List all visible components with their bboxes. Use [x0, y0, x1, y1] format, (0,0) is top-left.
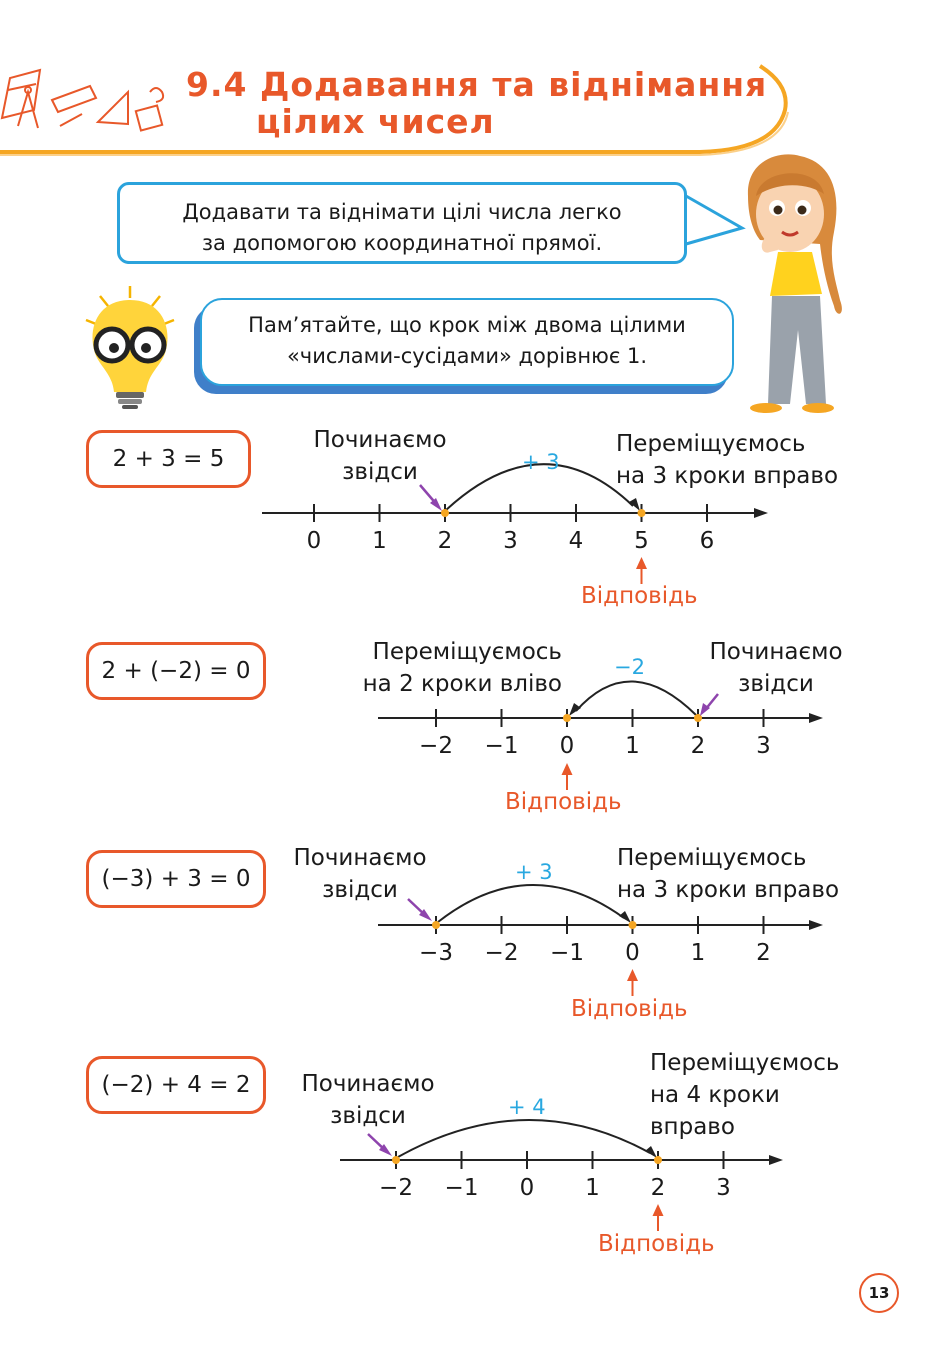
tip-line-1: Пам’ятайте, що крок між двома цілими: [248, 313, 686, 337]
move-label-4-line-3: вправо: [650, 1114, 735, 1140]
tick-label: 3: [756, 733, 771, 759]
move-label-4-line-2: на 4 кроки: [650, 1082, 780, 1108]
tick-label: 1: [372, 528, 387, 554]
tick-label: 2: [690, 733, 706, 759]
start-label-1: Починаємо звідси: [300, 424, 460, 488]
move-label-4: Переміщуємось на 4 кроки вправо: [650, 1047, 839, 1143]
tick-label: 1: [625, 733, 640, 759]
step-label-2: −2: [614, 655, 645, 679]
lightbulb-icon: [85, 286, 175, 409]
tick-label: 4: [568, 528, 584, 554]
answer-label-4: Відповідь: [598, 1231, 715, 1257]
tick-label: 5: [634, 528, 649, 554]
tick-label: 3: [716, 1175, 731, 1201]
tick-label: −3: [419, 940, 453, 966]
girl-illustration: [747, 154, 842, 413]
page-number: 13: [859, 1273, 899, 1313]
tick-label: 6: [699, 528, 715, 554]
move-label-1: Переміщуємось на 3 кроки вправо: [616, 428, 838, 492]
number-line-4: [340, 1119, 783, 1231]
geometry-tools-icon: [0, 68, 165, 132]
page-title: 9.4 Додавання та віднімання цілих чисел: [186, 66, 767, 140]
start-label-4-line-2: звідси: [330, 1103, 406, 1129]
tip-line-2: «числами-сусідами» дорівнює 1.: [286, 344, 648, 368]
tick-label: −1: [444, 1175, 479, 1201]
title-line-2: цілих чисел: [256, 102, 495, 141]
move-label-1-line-1: Переміщуємось: [616, 431, 806, 457]
bubble-tail: [685, 194, 746, 246]
number-line-2: [378, 680, 823, 790]
move-label-3-line-1: Переміщуємось: [617, 845, 807, 871]
move-label-1-line-2: на 3 кроки вправо: [616, 463, 839, 489]
answer-label-3: Відповідь: [571, 996, 688, 1022]
title-line-1: 9.4 Додавання та віднімання: [186, 65, 768, 104]
start-label-2: Починаємо звідси: [696, 636, 856, 700]
number-line-3: [378, 884, 823, 996]
move-label-4-line-1: Переміщуємось: [650, 1050, 840, 1076]
start-label-2-line-1: Починаємо: [709, 639, 843, 665]
tick-label: −1: [550, 940, 584, 966]
move-label-2-line-2: на 2 кроки вліво: [362, 671, 562, 697]
move-label-2-line-1: Переміщуємось: [372, 639, 562, 665]
number-line-1: [262, 463, 768, 584]
step-label-4: + 4: [508, 1095, 546, 1119]
equation-box-1: 2 + 3 = 5: [86, 430, 251, 488]
tip-bubble: Пам’ятайте, що крок між двома цілими «чи…: [200, 298, 734, 386]
answer-label-2: Відповідь: [505, 789, 622, 815]
tick-label: 1: [690, 940, 706, 966]
move-label-2: Переміщуємось на 2 кроки вліво: [350, 636, 562, 700]
equation-box-2: 2 + (−2) = 0: [86, 642, 266, 700]
tick-label: 2: [650, 1175, 666, 1201]
start-label-1-line-2: звідси: [342, 459, 418, 485]
tick-label: −1: [484, 733, 519, 759]
bubble-main-line-2: за допомогою координатної прямої.: [201, 231, 603, 255]
move-label-3-line-2: на 3 кроки вправо: [617, 877, 840, 903]
speech-bubble-main: Додавати та віднімати цілі числа легко з…: [117, 182, 687, 264]
tick-label: 2: [756, 940, 771, 966]
tick-label: −2: [419, 733, 453, 759]
tick-label: −2: [379, 1175, 413, 1201]
move-label-3: Переміщуємось на 3 кроки вправо: [617, 842, 839, 906]
step-label-3: + 3: [515, 860, 553, 884]
start-label-3: Починаємо звідси: [280, 842, 440, 906]
tick-label: 3: [503, 528, 518, 554]
tick-label: 0: [306, 528, 322, 554]
tick-label: 0: [625, 940, 640, 966]
start-label-4-line-1: Починаємо: [301, 1071, 435, 1097]
start-label-2-line-2: звідси: [738, 671, 814, 697]
answer-label-1: Відповідь: [581, 583, 698, 609]
tick-label: 2: [437, 528, 453, 554]
header-ribbon: [0, 64, 788, 154]
start-label-4: Починаємо звідси: [288, 1068, 448, 1132]
tick-label: 0: [559, 733, 575, 759]
tick-label: −2: [484, 940, 519, 966]
step-label-1: + 3: [522, 450, 560, 474]
equation-box-4: (−2) + 4 = 2: [86, 1056, 266, 1114]
tick-label: 1: [585, 1175, 600, 1201]
equation-box-3: (−3) + 3 = 0: [86, 850, 266, 908]
tick-label: 0: [519, 1175, 535, 1201]
start-label-1-line-1: Починаємо: [313, 427, 447, 453]
start-label-3-line-2: звідси: [322, 877, 398, 903]
bubble-main-line-1: Додавати та віднімати цілі числа легко: [182, 200, 622, 224]
start-label-3-line-1: Починаємо: [293, 845, 427, 871]
